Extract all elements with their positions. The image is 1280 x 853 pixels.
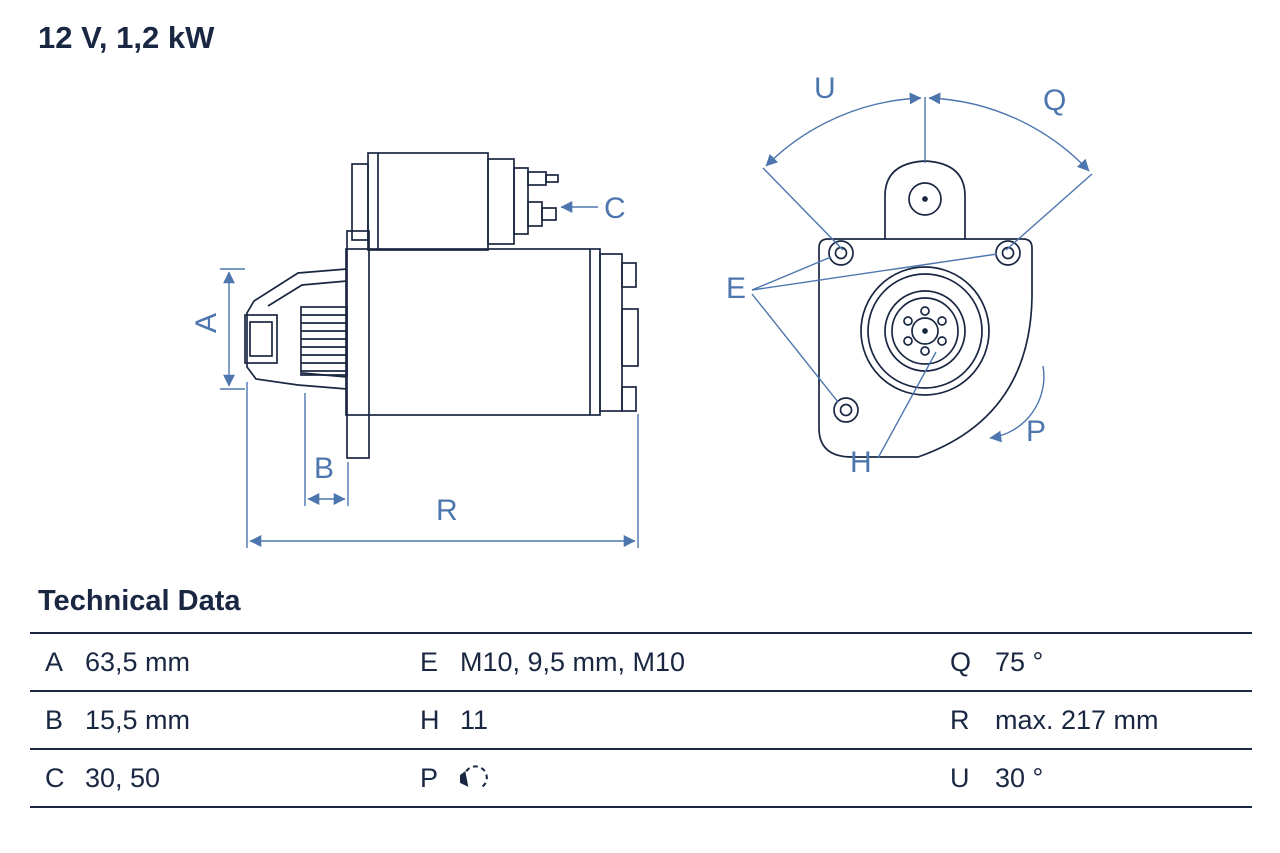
side-view-dimensions xyxy=(220,201,639,548)
position-label-h: H xyxy=(850,446,872,479)
front-view-drawing xyxy=(818,160,1033,458)
table-key-e: E xyxy=(420,646,439,677)
table-value-r: max. 217 mm xyxy=(995,704,1159,735)
side-view-drawing xyxy=(244,152,639,459)
table-key-b: B xyxy=(45,704,64,735)
technical-data-table: A 63,5 mm E M10, 9,5 mm, M10 Q 75 ° B 15… xyxy=(30,632,1252,808)
table-key-q: Q xyxy=(950,646,972,677)
table-value-u: 30 ° xyxy=(995,762,1044,793)
rotation-label-p: P xyxy=(1026,415,1046,448)
table-value-e: M10, 9,5 mm, M10 xyxy=(460,646,686,677)
table-value-q: 75 ° xyxy=(995,646,1044,677)
table-value-h: 11 xyxy=(460,704,489,735)
front-view-annotations xyxy=(751,92,1093,459)
table-key-a: A xyxy=(45,646,64,677)
table-value-c: 30, 50 xyxy=(85,762,161,793)
dimension-label-c: C xyxy=(604,192,626,225)
dimension-label-a: A xyxy=(190,313,223,333)
table-row: A 63,5 mm E M10, 9,5 mm, M10 Q 75 ° xyxy=(30,632,1252,690)
table-value-a: 63,5 mm xyxy=(85,646,191,677)
position-label-e: E xyxy=(726,272,746,305)
table-key-r: R xyxy=(950,704,970,735)
rotation-direction-icon xyxy=(460,762,950,794)
technical-data-heading: Technical Data xyxy=(38,585,241,617)
table-row: C 30, 50 P U 30 ° xyxy=(30,748,1252,808)
table-key-p: P xyxy=(420,762,439,793)
angle-label-u: U xyxy=(814,72,836,105)
dimension-label-r: R xyxy=(436,494,458,527)
table-key-h: H xyxy=(420,704,440,735)
table-value-b: 15,5 mm xyxy=(85,704,191,735)
starter-motor-diagram: A C B R xyxy=(190,72,1093,548)
table-row: B 15,5 mm H 11 R max. 217 mm xyxy=(30,690,1252,748)
angle-label-q: Q xyxy=(1043,84,1066,117)
table-key-u: U xyxy=(950,762,970,793)
page-title: 12 V, 1,2 kW xyxy=(38,20,215,55)
dimension-label-b: B xyxy=(314,452,334,485)
table-key-c: C xyxy=(45,762,65,793)
